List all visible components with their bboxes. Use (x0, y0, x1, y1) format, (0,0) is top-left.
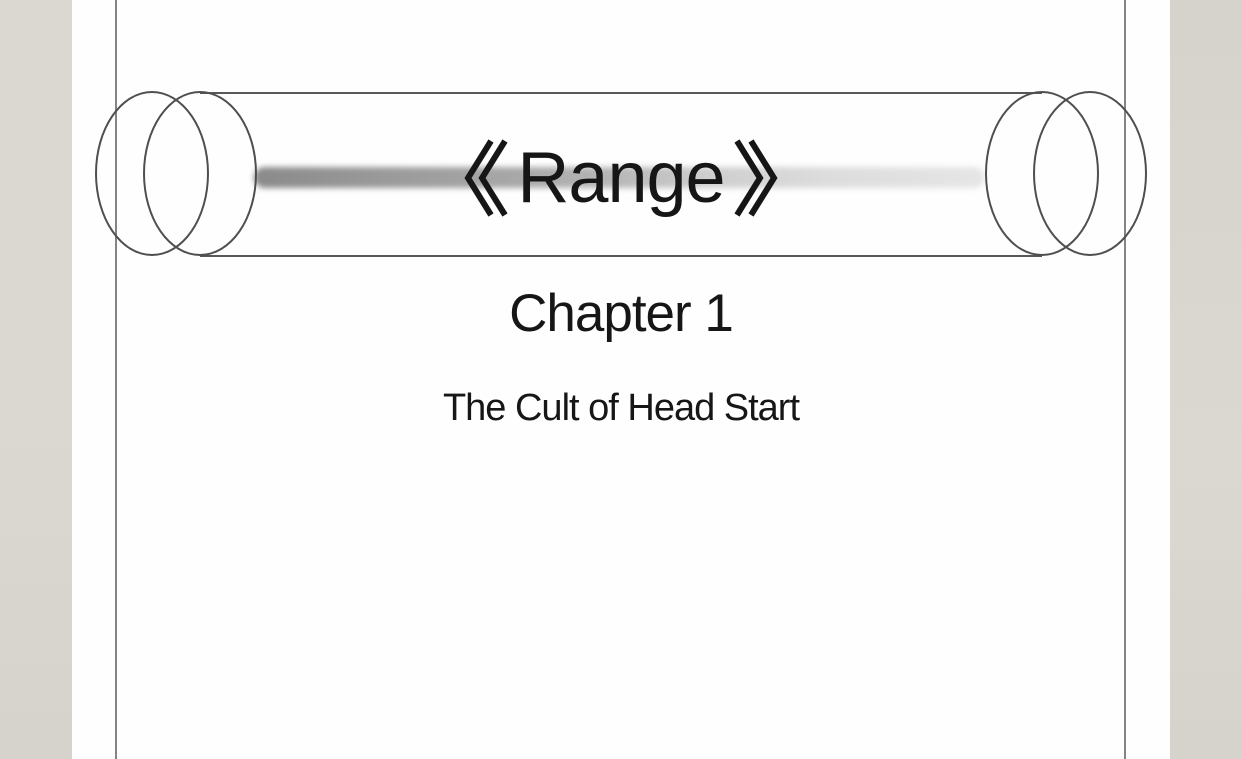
double-angle-bracket-left-icon (464, 139, 508, 217)
scroll-left-roll-inner-ellipse (143, 91, 257, 256)
book-title: Range (72, 136, 1170, 220)
book-page (72, 0, 1170, 759)
page-frame-line-left (115, 0, 117, 759)
page-frame-line-right (1124, 0, 1126, 759)
left-background-wall (0, 0, 72, 759)
book-title-text: Range (517, 138, 725, 218)
scroll-body-lines (200, 92, 1042, 257)
scroll-shading-bar (254, 167, 985, 188)
scroll-right-roll-outer-ellipse (1033, 91, 1147, 256)
chapter-heading: Chapter 1 (509, 284, 734, 343)
right-background-wall (1170, 0, 1242, 759)
double-angle-bracket-right-icon (734, 139, 778, 217)
chapter-subtitle: The Cult of Head Start (442, 387, 800, 429)
